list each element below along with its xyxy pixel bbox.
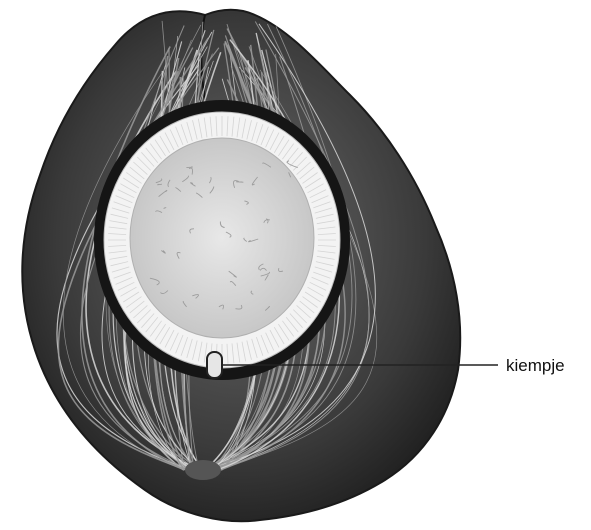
inner-texture-mark bbox=[158, 184, 162, 185]
endosperm-inner bbox=[130, 138, 314, 338]
husk-base-tuft bbox=[185, 460, 221, 480]
embryo bbox=[207, 352, 222, 378]
label-kiempje: kiempje bbox=[506, 356, 565, 375]
inner-texture-mark bbox=[186, 167, 192, 168]
